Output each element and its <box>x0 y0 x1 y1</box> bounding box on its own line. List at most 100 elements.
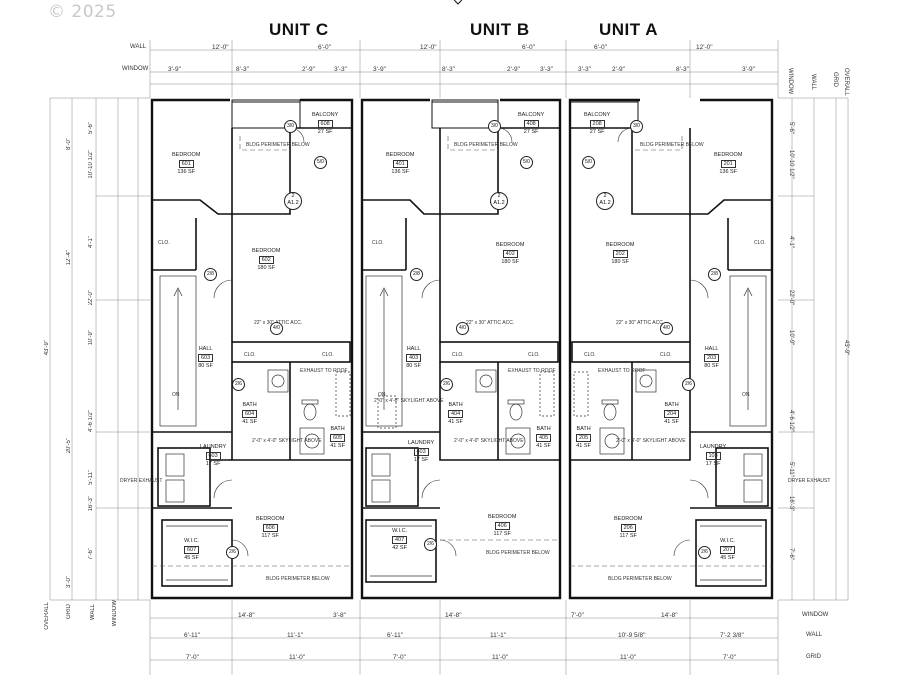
bottom-wall-label: WALL <box>806 632 823 638</box>
top-wall-label: WALL <box>130 44 147 50</box>
bottom-window-label: WINDOW <box>802 612 829 618</box>
dim-text: 3'-3" <box>334 66 347 73</box>
dim-text: 10'-9" <box>788 330 794 346</box>
attic-access-note: 22" x 30" ATTIC ACC. <box>466 320 515 326</box>
door-tag: 2/6 <box>682 378 695 391</box>
dim-text: 14'-8" <box>661 612 678 619</box>
door-tag: 2/8 <box>708 268 721 281</box>
unit-c-title: UNIT C <box>269 20 329 39</box>
door-tag: 2/6 <box>440 378 453 391</box>
closet-label: CLO. <box>158 240 170 246</box>
closet-label: CLO. <box>322 352 334 358</box>
dryer-exhaust-note: DRYER EXHAUST <box>788 478 831 484</box>
dim-text: 16'-3" <box>788 496 794 512</box>
perimeter-note: BLDG PERIMETER BELOW <box>608 576 672 582</box>
dim-text: 6'-0" <box>594 44 607 51</box>
dim-text: 5'-6" <box>788 122 794 134</box>
attic-access-note: 22" x 30" ATTIC ACC. <box>616 320 665 326</box>
dim-text: 12'-0" <box>420 44 437 51</box>
stair-on-label: ON <box>742 392 750 398</box>
dim-text: 3'-9" <box>168 66 181 73</box>
stair-on-label: ON <box>172 392 180 398</box>
dim-text: 6'-11" <box>184 632 201 639</box>
perimeter-note: BLDG PERIMETER BELOW <box>266 576 330 582</box>
dim-text: 8'-3" <box>676 66 689 73</box>
dim-text: 4'-1" <box>788 236 794 248</box>
door-tag: 3/0 <box>488 120 501 133</box>
dim-text: 3'-3" <box>578 66 591 73</box>
dim-text: 3'-3" <box>540 66 553 73</box>
dryer-exhaust-note: DRYER EXHAUST <box>120 478 163 484</box>
skylight-note: 2'-0" x 4'-0" SKYLIGHT ABOVE <box>252 438 322 444</box>
right-wall-label: WALL <box>810 74 816 91</box>
closet-label: CLO. <box>584 352 596 358</box>
dim-text: 12'-0" <box>696 44 713 51</box>
dim-text: 14'-8" <box>445 612 462 619</box>
stair-on-label: ON <box>378 392 386 398</box>
dim-text: 3'-8" <box>333 612 346 619</box>
skylight-note: 2'-0" x 4'-0" SKYLIGHT ABOVE <box>374 398 444 404</box>
closet-label: CLO. <box>372 240 384 246</box>
door-tag: 3/0 <box>284 120 297 133</box>
dim-text: 7'-2 3/8" <box>720 632 744 639</box>
dim-text: 12'-0" <box>212 44 229 51</box>
right-grid-label: GRID <box>832 72 838 87</box>
dim-text: 8'-3" <box>442 66 455 73</box>
door-tag: 3/0 <box>630 120 643 133</box>
dim-text: 11'-1" <box>490 632 507 639</box>
dim-text: 2'-9" <box>507 66 520 73</box>
exhaust-note: EXHAUST TO ROOF <box>598 368 646 374</box>
right-overall-label: OVERALL <box>843 68 849 96</box>
door-tag: 2/6 <box>698 546 711 559</box>
dim-text: 43'-9" <box>843 340 849 356</box>
dim-text: 10'-10 1/2" <box>788 150 794 179</box>
closet-label: CLO. <box>528 352 540 358</box>
dim-text: 3'-9" <box>742 66 755 73</box>
door-tag: 2/6 <box>226 546 239 559</box>
unit-b-title: UNIT B <box>470 20 530 39</box>
door-tag: 2/8 <box>204 268 217 281</box>
north-arrow-icon: A1.1 <box>453 0 463 5</box>
dim-text: 7'-0" <box>393 654 406 661</box>
perimeter-note: BLDG PERIMETER BELOW <box>486 550 550 556</box>
dim-text: 7'-0" <box>186 654 199 661</box>
closet-label: CLO. <box>754 240 766 246</box>
dim-text: 11'-1" <box>287 632 304 639</box>
door-tag: 5/0 <box>582 156 595 169</box>
closet-label: CLO. <box>660 352 672 358</box>
dim-text: 22'-0" <box>788 290 794 306</box>
door-tag: 4/0 <box>270 322 283 335</box>
exhaust-note: EXHAUST TO ROOF <box>300 368 348 374</box>
perimeter-note: BLDG PERIMETER BELOW <box>246 142 310 148</box>
perimeter-note: BLDG PERIMETER BELOW <box>454 142 518 148</box>
dim-text: 7'-0" <box>571 612 584 619</box>
door-tag: 2/6 <box>424 538 437 551</box>
door-tag: 4/0 <box>456 322 469 335</box>
dim-text: 11'-0" <box>492 654 509 661</box>
dim-text: 3'-9" <box>373 66 386 73</box>
